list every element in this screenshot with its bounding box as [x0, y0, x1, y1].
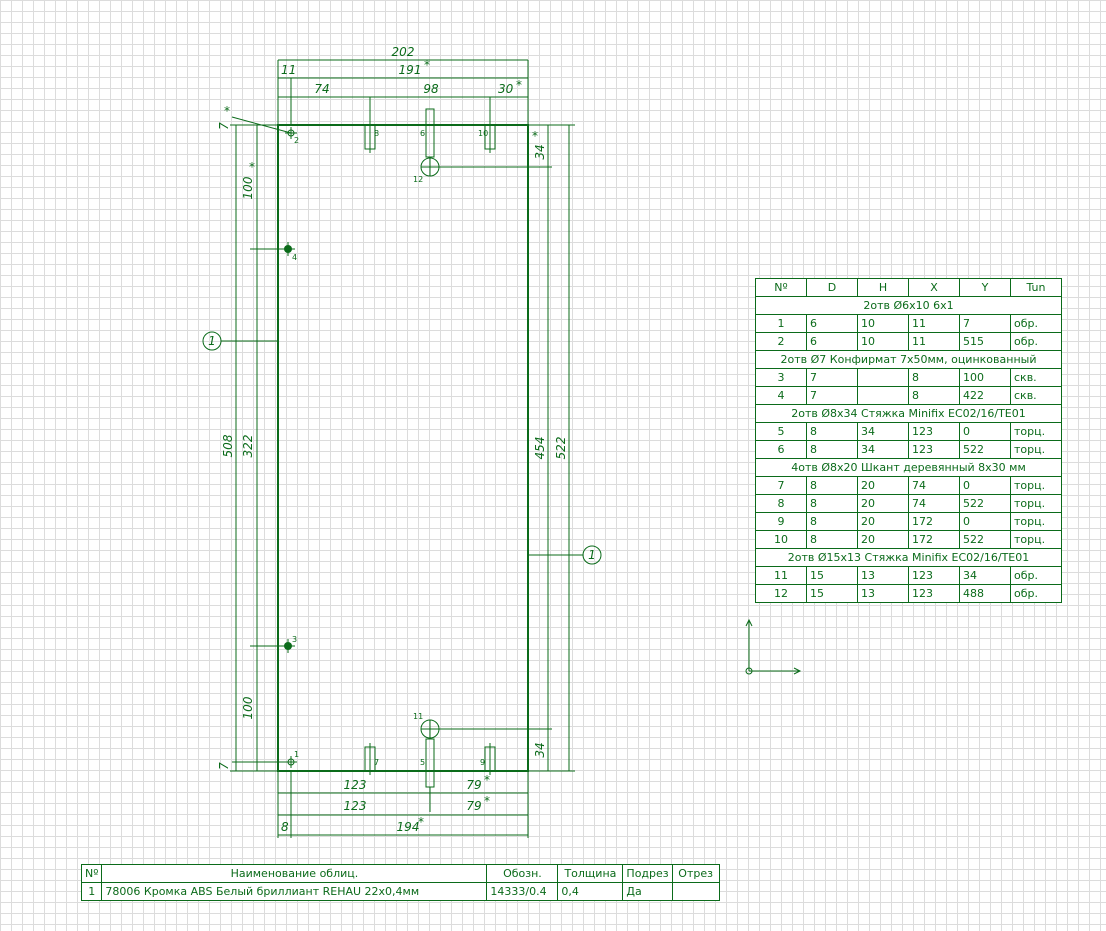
svg-text:1: 1: [588, 548, 596, 562]
svg-text:*: *: [532, 129, 538, 143]
dim-top-11: 11: [281, 63, 296, 77]
hole-5: 5: [420, 738, 435, 788]
dim-bottom-8: 8: [281, 820, 289, 834]
dim-top-202: 202: [392, 45, 415, 59]
group-row: 2отв Ø15x13 Стяжка Minifix EC02/16/TE01: [755, 548, 1062, 567]
svg-text:11: 11: [413, 712, 423, 721]
col-x: X: [908, 278, 960, 297]
svg-text:*: *: [424, 58, 430, 72]
dim-top-191: 191: [399, 63, 422, 77]
group-row: 2отв Ø7 Конфирмат 7x50мм, оцинкованный: [755, 350, 1062, 369]
hole-9: 9: [480, 743, 496, 775]
bottom-dimensions: 123 79 * 123 79 * 8 194 *: [277, 771, 529, 838]
svg-text:6: 6: [420, 129, 425, 138]
dim-top-74: 74: [314, 82, 329, 96]
dim-left-322: 322: [241, 435, 255, 458]
hole-1: 1: [285, 750, 299, 768]
dim-right-34-top: 34: [533, 144, 547, 159]
dim-left-7-top: 7: [217, 122, 231, 130]
svg-text:1: 1: [294, 750, 299, 759]
hole-6: 6: [420, 108, 435, 158]
holes-table-header: Nº D H X Y Tun: [755, 278, 1062, 297]
dim-left-7-bottom: 7: [217, 762, 231, 770]
dim-bottom-79-inner: 79: [466, 778, 481, 792]
hole-12: 12: [413, 157, 440, 184]
col-y: Y: [959, 278, 1011, 297]
dim-left-100-top: 100: [241, 176, 255, 199]
col-number: Nº: [80, 864, 103, 883]
group-row: 2отв Ø8x34 Стяжка Minifix EC02/16/TE01: [755, 404, 1062, 423]
svg-text:5: 5: [420, 758, 425, 767]
hole-4: 4: [281, 242, 297, 262]
panel-outline: [277, 124, 529, 772]
svg-text:*: *: [484, 773, 490, 787]
top-dimensions: 202 191 * 11 74 98 30 *: [277, 45, 529, 125]
svg-text:7: 7: [374, 758, 379, 767]
dim-left-508: 508: [221, 434, 235, 457]
table-row: 1 78006 Кромка ABS Белый бриллиант REHAU…: [80, 882, 720, 901]
svg-text:4: 4: [292, 253, 297, 262]
edge-callout-right: 1: [528, 545, 602, 565]
dim-right-34-bottom: 34: [533, 742, 547, 757]
dim-bottom-123: 123: [344, 799, 367, 813]
dim-right-454: 454: [533, 437, 547, 460]
group-row: 4отв Ø8x20 Шкант деревянный 8x30 мм: [755, 458, 1062, 477]
col-trim: Подрез: [622, 864, 673, 883]
svg-text:12: 12: [413, 175, 423, 184]
edge-callout-left: 1: [202, 331, 278, 351]
hole-2: 2: [285, 127, 299, 145]
col-number: Nº: [755, 278, 807, 297]
hole-3: 3: [281, 635, 297, 653]
dim-right-522: 522: [554, 437, 568, 460]
svg-text:*: *: [224, 104, 230, 118]
hole-7: 7: [364, 743, 379, 775]
col-depth: H: [857, 278, 909, 297]
hole-10: 10: [478, 121, 496, 153]
hole-11: 11: [413, 712, 440, 739]
right-dimensions: 34 * 454 522 34: [430, 124, 575, 772]
hole-8: 8: [364, 121, 379, 153]
dim-bottom-79: 79: [466, 799, 481, 813]
left-dimensions: 7 * 100 * 508 322 100 7: [217, 104, 292, 772]
dim-top-30: 30: [498, 82, 514, 96]
edging-table: Nº Наименование облиц. Обозн. Толщина По…: [80, 864, 720, 901]
svg-text:*: *: [249, 160, 255, 174]
dim-left-100-bottom: 100: [241, 696, 255, 719]
axis-origin-marker: [745, 618, 802, 675]
svg-text:1: 1: [208, 334, 216, 348]
col-type: Tun: [1010, 278, 1062, 297]
dim-bottom-194: 194: [397, 820, 420, 834]
svg-text:*: *: [484, 794, 490, 808]
svg-text:9: 9: [480, 758, 485, 767]
col-name: Наименование облиц.: [101, 864, 488, 883]
col-cut: Отрез: [671, 864, 720, 883]
svg-text:8: 8: [374, 129, 379, 138]
col-thickness: Толщина: [557, 864, 624, 883]
col-diameter: D: [806, 278, 858, 297]
group-row: 2отв Ø6x10 6x1: [755, 296, 1062, 315]
svg-text:3: 3: [292, 635, 297, 644]
dim-top-98: 98: [423, 82, 439, 96]
edging-table-header: Nº Наименование облиц. Обозн. Толщина По…: [80, 864, 720, 883]
dim-bottom-123-inner: 123: [344, 778, 367, 792]
col-designation: Обозн.: [486, 864, 559, 883]
svg-text:2: 2: [294, 136, 299, 145]
svg-text:*: *: [516, 78, 522, 92]
svg-text:*: *: [418, 815, 424, 829]
svg-text:10: 10: [478, 129, 488, 138]
